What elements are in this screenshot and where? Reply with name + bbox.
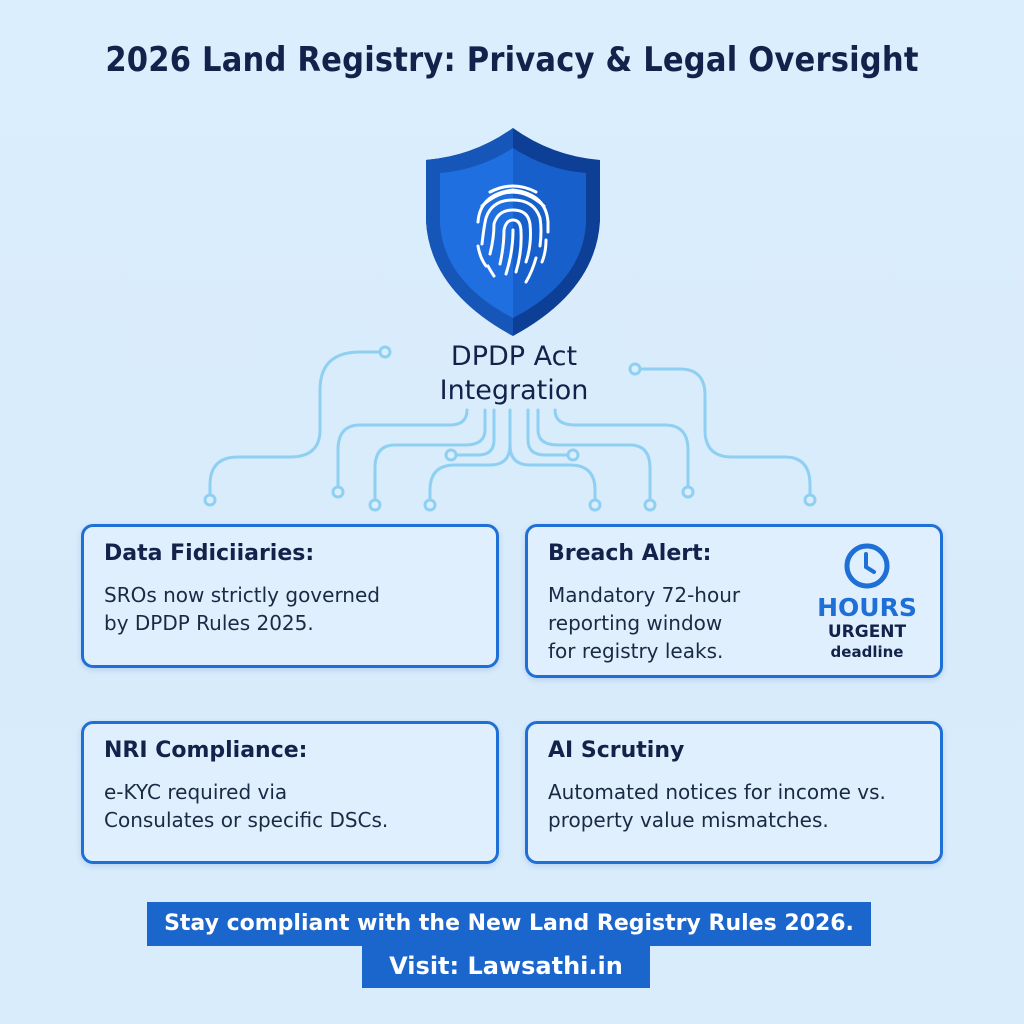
cta-banner: Stay compliant with the New Land Registr… bbox=[147, 902, 871, 946]
card-breach-alert: Breach Alert: Mandatory 72-hour reportin… bbox=[525, 524, 943, 678]
cta-website-link[interactable]: Visit: Lawsathi.in bbox=[362, 946, 650, 988]
badge-value: HOURS bbox=[817, 593, 917, 622]
card-heading: NRI Compliance: bbox=[104, 738, 308, 763]
clock-icon bbox=[844, 543, 890, 589]
card-data-fiduciaries: Data Fidiciiaries: SROs now strictly gov… bbox=[81, 524, 499, 668]
card-body: e-KYC required via Consulates or specifi… bbox=[104, 780, 389, 832]
card-heading: Breach Alert: bbox=[548, 541, 712, 566]
card-heading: Data Fidiciiaries: bbox=[104, 541, 315, 566]
card-body: SROs now strictly governed by DPDP Rules… bbox=[104, 583, 380, 635]
card-body: Automated notices for income vs. propert… bbox=[548, 780, 886, 832]
card-nri-compliance: NRI Compliance: e-KYC required via Consu… bbox=[81, 721, 499, 864]
fingerprint-shield-icon bbox=[426, 128, 600, 336]
card-body: Mandatory 72-hour reporting window for r… bbox=[548, 583, 741, 663]
badge-sublabel: deadline bbox=[830, 643, 904, 661]
card-ai-scrutiny: AI Scrutiny Automated notices for income… bbox=[525, 721, 943, 864]
badge-label: URGENT bbox=[827, 622, 907, 642]
card-heading: AI Scrutiny bbox=[548, 738, 685, 763]
urgent-deadline-badge: HOURS URGENT deadline bbox=[812, 541, 922, 662]
hub-label-line2: Integration bbox=[439, 375, 589, 406]
hub-label: DPDP Act Integration bbox=[400, 340, 628, 408]
hub-label-line1: DPDP Act bbox=[450, 341, 578, 372]
page-title: 2026 Land Registry: Privacy & Legal Over… bbox=[105, 40, 919, 80]
